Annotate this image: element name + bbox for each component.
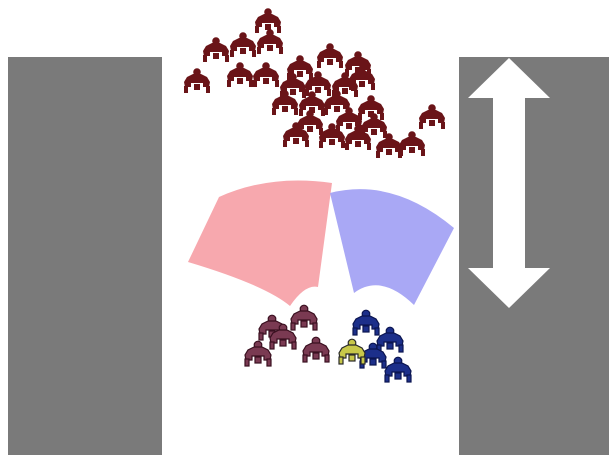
blue-fan-sector [330, 189, 454, 305]
pink-fan-sector [188, 180, 332, 306]
left-wall [8, 57, 162, 455]
double-headed-arrow-icon [468, 58, 550, 308]
right-wall [459, 57, 609, 455]
